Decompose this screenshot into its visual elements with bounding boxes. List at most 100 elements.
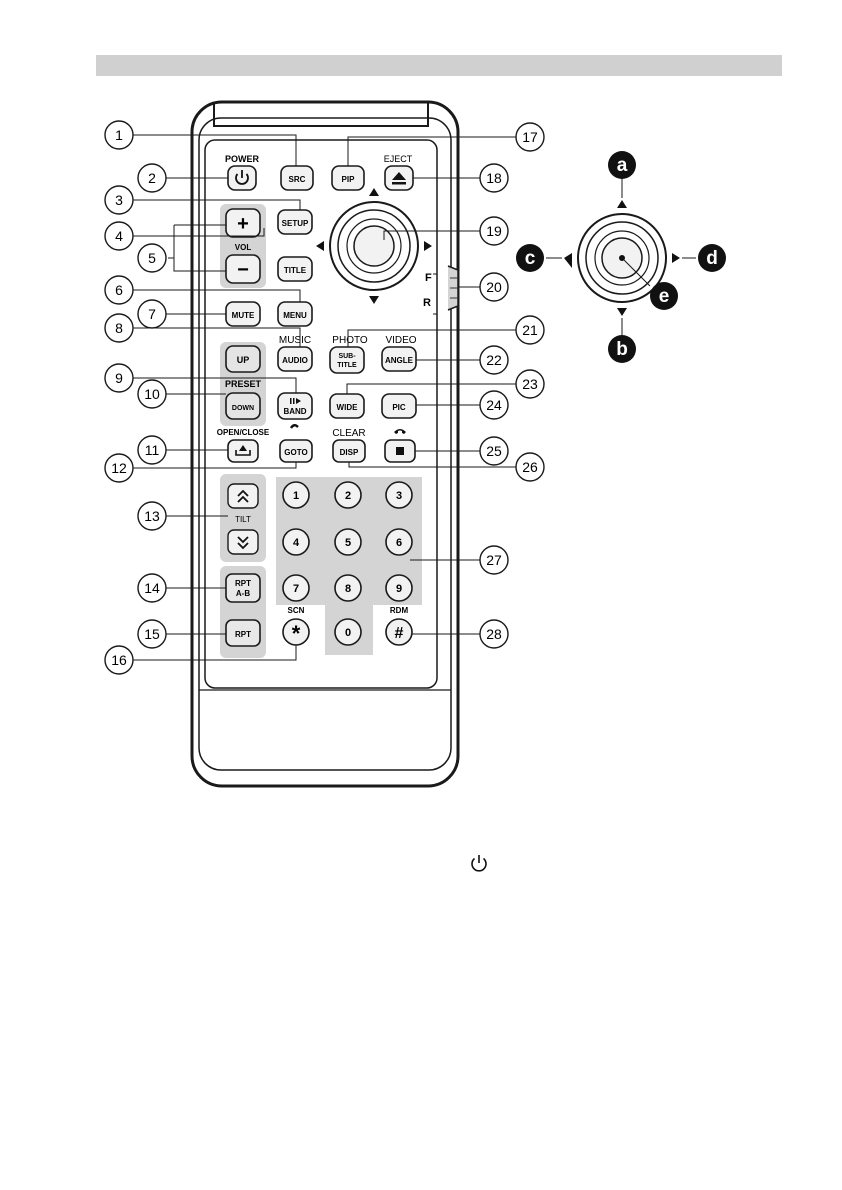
callout-2 <box>137 163 167 193</box>
callout-number-4: 4 <box>115 228 123 244</box>
callout-16 <box>104 645 134 675</box>
vol-up-button[interactable] <box>225 208 261 238</box>
label-openclose: OPEN/CLOSE <box>217 428 270 437</box>
title-button[interactable] <box>277 256 313 282</box>
callout-27 <box>479 545 509 575</box>
remote-control-diagram: F R POWER <box>96 96 782 794</box>
number-label-7: 7 <box>293 583 299 595</box>
callout-17 <box>515 122 545 152</box>
callout-circles: 1234567891011121314151617181920212223242… <box>104 120 545 675</box>
callout-number-11: 11 <box>145 442 160 458</box>
callout-1 <box>104 120 134 150</box>
callout-number-12: 12 <box>111 460 127 476</box>
band-label: BAND <box>283 407 306 416</box>
vol-down-button[interactable] <box>225 254 261 284</box>
phone-hangup-icon <box>394 429 406 434</box>
hash-button[interactable] <box>385 618 413 646</box>
number-label-2: 2 <box>345 490 351 502</box>
band-button[interactable] <box>277 392 313 420</box>
callout-number-24: 24 <box>486 397 502 413</box>
direction-label-c: c <box>525 248 536 269</box>
number-label-1: 1 <box>293 490 299 502</box>
number-button-1[interactable] <box>282 481 310 509</box>
callout-25 <box>479 436 509 466</box>
title-label: TITLE <box>284 266 307 275</box>
number-label-3: 3 <box>396 490 402 502</box>
direction-badge-d <box>698 244 726 272</box>
src-button[interactable] <box>280 165 314 191</box>
callout-number-3: 3 <box>115 192 123 208</box>
callout-5 <box>137 243 167 273</box>
subtitle-button[interactable] <box>329 346 365 374</box>
up-button[interactable] <box>225 345 261 373</box>
callout-number-13: 13 <box>144 508 160 524</box>
callout-number-10: 10 <box>144 386 160 402</box>
label-eject: EJECT <box>384 154 413 164</box>
callout-number-21: 21 <box>522 322 538 338</box>
callout-number-15: 15 <box>144 626 160 642</box>
pic-label: PIC <box>392 403 406 412</box>
arrow-down-icon <box>369 296 379 304</box>
callout-13 <box>137 501 167 531</box>
goto-label: GOTO <box>284 448 307 457</box>
number-button-6[interactable] <box>385 528 413 556</box>
angle-button[interactable] <box>381 346 417 372</box>
number-button-5[interactable] <box>334 528 362 556</box>
pic-button[interactable] <box>381 393 417 419</box>
callout-number-14: 14 <box>144 580 160 596</box>
label-preset: PRESET <box>225 379 262 389</box>
detail-arrow-up-icon <box>617 200 627 208</box>
number-label-5: 5 <box>345 537 351 549</box>
ab-label: A-B <box>236 589 250 598</box>
setup-button[interactable] <box>277 209 313 235</box>
callout-number-23: 23 <box>522 376 538 392</box>
callout-number-1: 1 <box>115 127 123 143</box>
number-button-2[interactable] <box>334 481 362 509</box>
number-button-0[interactable] <box>334 618 362 646</box>
number-button-7[interactable] <box>282 574 310 602</box>
callout-7 <box>137 299 167 329</box>
label-video: VIDEO <box>385 335 416 346</box>
sub-label: SUB- <box>338 353 356 360</box>
vol-plus-label: + <box>237 213 249 235</box>
label-r: R <box>423 297 431 309</box>
callout-28 <box>479 619 509 649</box>
disp-label: DISP <box>340 448 359 457</box>
callout-23 <box>515 369 545 399</box>
down-button[interactable] <box>225 392 261 420</box>
callout-number-5: 5 <box>148 250 156 266</box>
remote-joystick[interactable] <box>316 188 432 304</box>
callout-10 <box>137 379 167 409</box>
callout-number-7: 7 <box>148 306 156 322</box>
number-button-4[interactable] <box>282 528 310 556</box>
label-music: MUSIC <box>279 335 311 346</box>
callout-9 <box>104 363 134 393</box>
menu-button[interactable] <box>277 301 313 327</box>
setup-label: SETUP <box>282 219 309 228</box>
number-button-8[interactable] <box>334 574 362 602</box>
callout-number-25: 25 <box>486 443 502 459</box>
callout-8 <box>104 313 134 343</box>
up-label: UP <box>237 355 250 365</box>
callout-20 <box>479 272 509 302</box>
detail-arrow-down-icon <box>617 308 627 316</box>
diagram-svg: F R POWER <box>104 100 726 788</box>
joystick-detail <box>546 178 696 336</box>
star-label: * <box>292 621 301 646</box>
number-button-3[interactable] <box>385 481 413 509</box>
callout-number-6: 6 <box>115 282 123 298</box>
pip-label: PIP <box>342 175 356 184</box>
number-button-9[interactable] <box>385 574 413 602</box>
detail-arrow-right-icon <box>672 253 680 263</box>
callout-19 <box>479 216 509 246</box>
callout-14 <box>137 573 167 603</box>
rpt-button[interactable] <box>225 619 261 647</box>
label-rdm: RDM <box>390 606 409 615</box>
callout-number-17: 17 <box>522 129 538 145</box>
chevron-double-up-icon <box>237 489 249 503</box>
chevron-double-down-icon <box>237 536 249 550</box>
audio-button[interactable] <box>277 346 313 372</box>
direction-label-e: e <box>659 286 670 307</box>
